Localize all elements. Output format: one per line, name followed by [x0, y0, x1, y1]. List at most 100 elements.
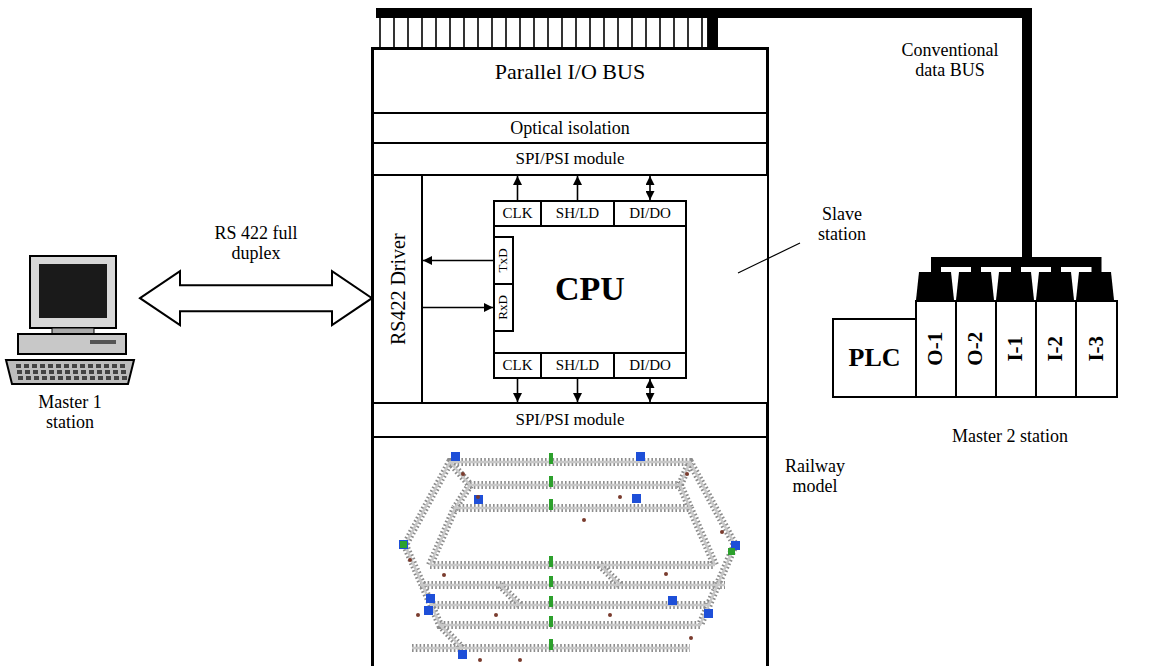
drawing-part	[549, 616, 553, 627]
drawing-part	[668, 596, 677, 605]
key	[89, 370, 94, 374]
drawing-part	[549, 499, 553, 510]
pin-cell: RxD	[493, 283, 514, 332]
key	[50, 376, 55, 380]
drawing-part	[408, 472, 724, 662]
key	[74, 376, 79, 380]
io-module: I-2	[1035, 300, 1077, 398]
drawing-part	[400, 453, 735, 650]
bus-wire	[463, 16, 465, 48]
bus-wire	[561, 16, 563, 48]
vertical-text: I-3	[1085, 336, 1109, 362]
vertical-text: O-2	[964, 332, 988, 366]
drawing-part	[549, 556, 553, 567]
key	[24, 364, 29, 368]
pin-cell: TxD	[493, 236, 514, 285]
drawing-part	[412, 485, 725, 648]
drawing-part	[518, 658, 522, 662]
signal-arrow	[577, 176, 579, 200]
bus-bar	[376, 8, 714, 18]
driver-box: RS422 Driver	[372, 174, 423, 404]
signal-arrow	[423, 260, 493, 262]
node-text: DI/DO	[629, 205, 671, 222]
node-text: Optical isolation	[510, 118, 629, 138]
key	[98, 376, 103, 380]
pin-cell: CLK	[493, 200, 542, 227]
bus-wire	[533, 16, 535, 48]
node-text: SH/LD	[556, 357, 599, 374]
signal-arrow	[649, 176, 651, 200]
bus-wire	[435, 16, 437, 48]
drawing-part	[90, 340, 116, 344]
vertical-text: TxD	[496, 248, 511, 272]
node-text: Railway model	[779, 456, 851, 496]
io-module: I-3	[1075, 300, 1118, 398]
drawing-part	[704, 609, 713, 618]
drawing-part	[478, 658, 482, 662]
drawing-part	[442, 573, 446, 577]
bus-wire	[603, 16, 605, 48]
signal-arrow	[649, 379, 651, 402]
drawing-part	[608, 613, 612, 617]
vertical-text: I-2	[1044, 336, 1068, 362]
drawing-part	[400, 541, 407, 548]
key	[26, 376, 31, 380]
key	[34, 376, 39, 380]
bus-wire	[575, 16, 577, 48]
bus-wire	[645, 16, 647, 48]
edge-label: RS 422 full duplex	[196, 223, 316, 263]
bus-wire	[701, 16, 703, 48]
key	[80, 364, 85, 368]
node-text: CLK	[503, 205, 533, 222]
key	[88, 364, 93, 368]
drawing-part	[461, 472, 465, 476]
signal-arrow	[517, 379, 519, 402]
drawing-part	[39, 264, 107, 318]
data-bus	[713, 13, 1056, 300]
node-text: SPI/PSI module	[515, 149, 624, 168]
drawing-part	[405, 462, 735, 648]
bus-wire	[449, 16, 451, 48]
key	[66, 376, 71, 380]
drawing-part	[424, 606, 433, 615]
plc-cpu-box: PLC	[832, 318, 917, 398]
bus-wire	[477, 16, 479, 48]
pin-cell: DI/DO	[613, 352, 687, 379]
plc-rack: Master 2 stationPLCO-1O-2I-1I-2I-3	[832, 268, 1122, 446]
signal-arrow	[423, 307, 493, 309]
vertical-text: O-1	[924, 332, 948, 366]
key	[25, 370, 30, 374]
key	[120, 364, 125, 368]
key	[106, 376, 111, 380]
drawing-part	[549, 639, 553, 650]
key	[65, 370, 70, 374]
drawing-part	[728, 548, 735, 555]
vertical-text: RS422 Driver	[386, 233, 408, 345]
node-text: CLK	[503, 357, 533, 374]
cpu-box: CPUCLKSH/LDDI/DOTxDRxDCLKSH/LDDI/DO	[493, 200, 687, 379]
node-text: Parallel I/O BUS	[495, 60, 645, 85]
key	[81, 370, 86, 374]
drawing-part	[408, 558, 412, 562]
key	[58, 376, 63, 380]
bus-wire	[393, 16, 395, 48]
drawing-part	[689, 636, 693, 640]
key	[105, 370, 110, 374]
data-bus	[713, 13, 1097, 300]
key	[40, 364, 45, 368]
bus-label: Conventional data BUS	[888, 40, 1012, 80]
key	[121, 370, 126, 374]
key	[96, 364, 101, 368]
drawing-part	[720, 530, 724, 534]
bus-wire	[379, 16, 381, 48]
module-band: SPI/PSI module	[372, 402, 768, 438]
key	[122, 376, 127, 380]
key	[113, 370, 118, 374]
key	[97, 370, 102, 374]
key	[48, 364, 53, 368]
drawing-part	[405, 462, 735, 625]
drawing-part	[549, 476, 553, 487]
pin-cell: DI/DO	[613, 200, 687, 227]
